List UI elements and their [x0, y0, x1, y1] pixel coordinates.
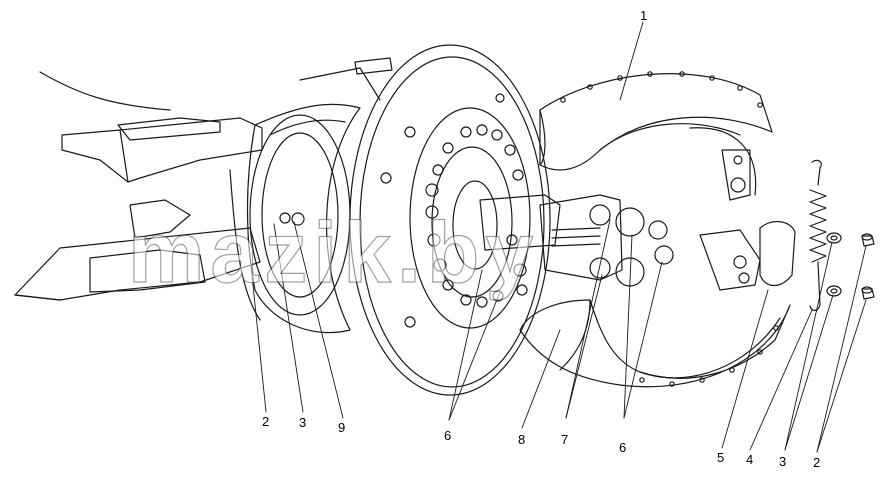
callout-1: 1: [640, 8, 647, 23]
callout-9: 9: [338, 420, 345, 435]
callout-3-right: 3: [779, 454, 786, 469]
axle-housing: [14, 71, 263, 321]
callout-2-right: 2: [813, 455, 820, 470]
watermark-text: mazik.by: [128, 205, 539, 301]
washers: [826, 232, 842, 297]
callout-4: 4: [746, 452, 753, 467]
bolts: [861, 233, 875, 300]
brake-shoe-upper: [539, 71, 773, 201]
callout-3-left: 3: [299, 415, 306, 430]
callout-labels: 1 2 3 9 6 8 7 6 5 4 3 2: [262, 8, 820, 470]
camshaft-expander: [479, 194, 674, 287]
brake-shoe-lower: [519, 221, 796, 388]
callout-6-right: 6: [619, 440, 626, 455]
callout-7: 7: [561, 432, 568, 447]
anchor-plate: [349, 44, 551, 396]
return-spring: [809, 159, 827, 311]
callout-5: 5: [717, 450, 724, 465]
leader-lines: [247, 21, 867, 453]
callout-6-left: 6: [444, 428, 451, 443]
callout-2-left: 2: [262, 414, 269, 429]
plate-bolt-holes: [380, 93, 528, 328]
callout-8: 8: [518, 432, 525, 447]
